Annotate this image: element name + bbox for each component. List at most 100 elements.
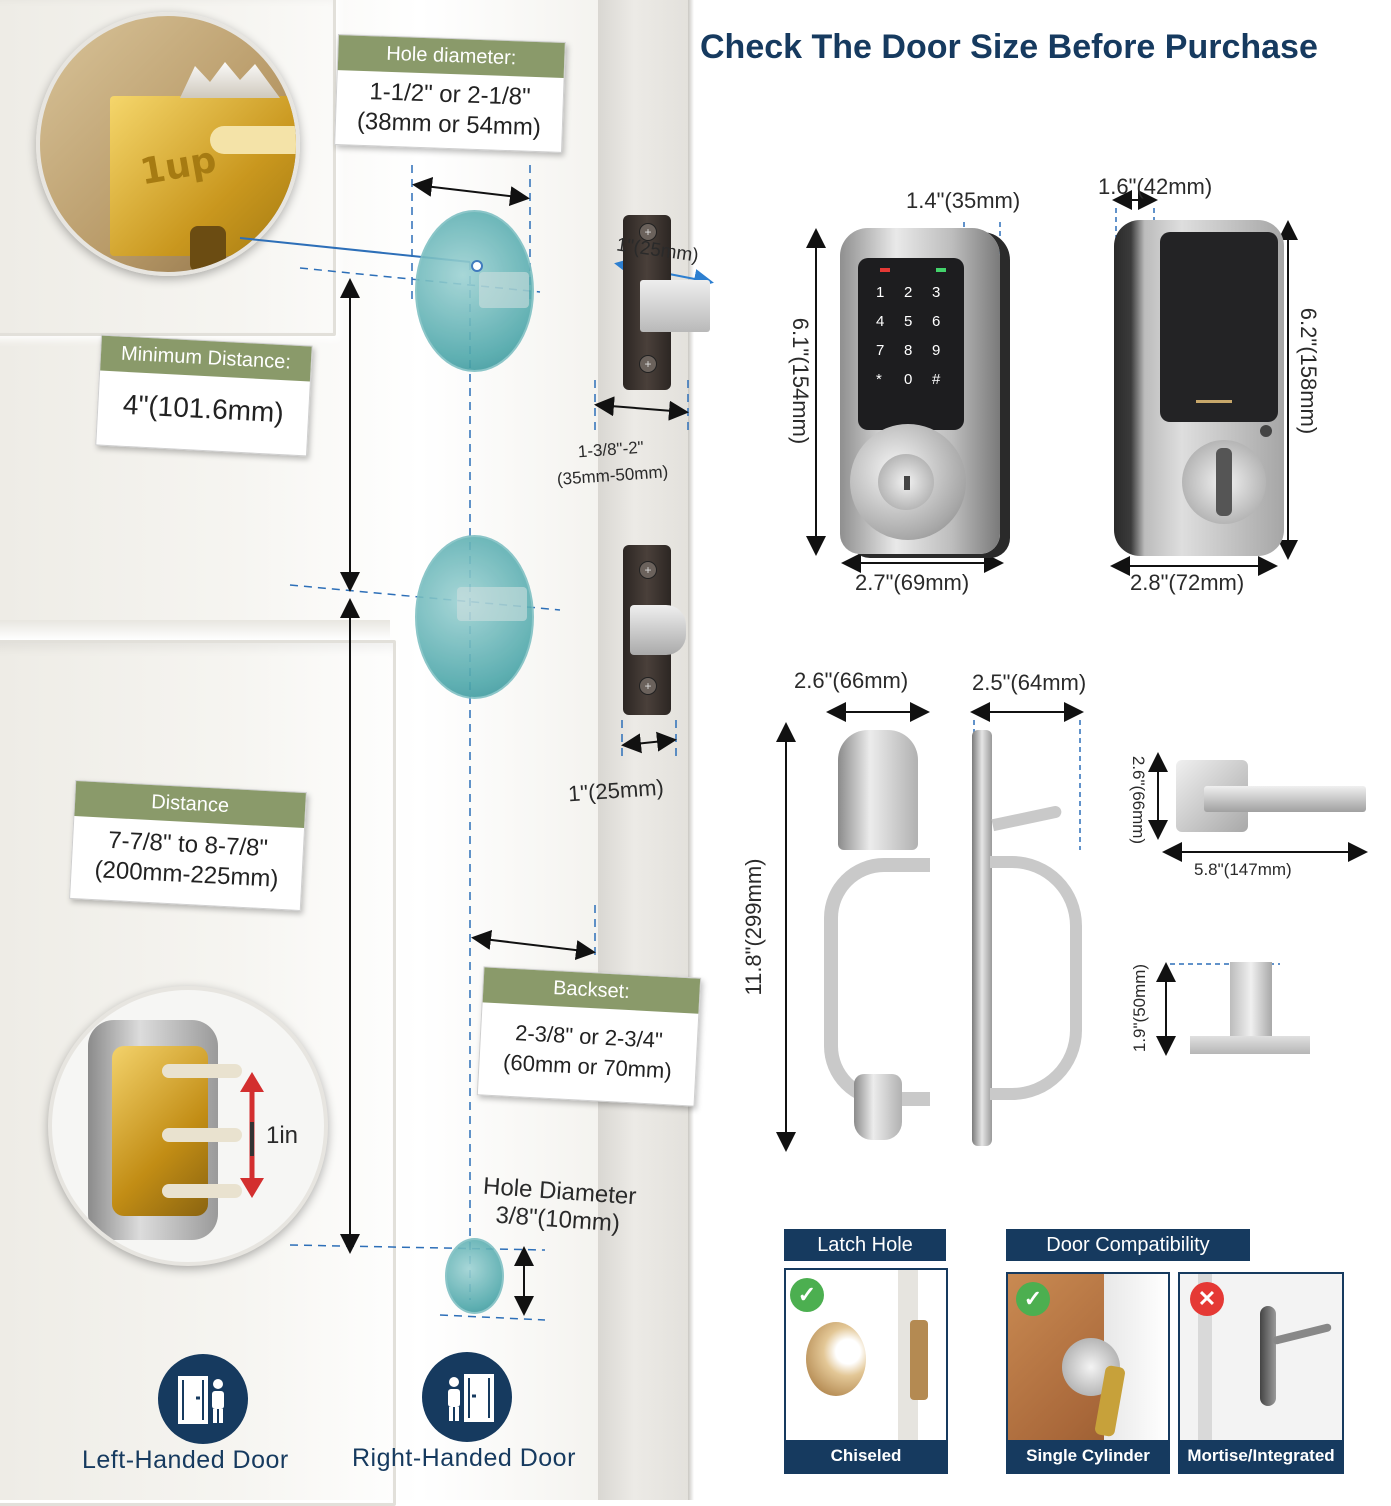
product-dimension-lines [776, 190, 1368, 1152]
handle-front-image [824, 730, 930, 1140]
minimum-distance-label: Minimum Distance: 4"(101.6mm) [95, 334, 313, 457]
handle-side-plate [972, 730, 992, 1146]
latch-pin [162, 1184, 242, 1198]
door-panel [0, 0, 336, 336]
check-icon: ✓ [790, 1278, 824, 1312]
small-hole-label: Hole Diameter 3/8"(10mm) [480, 1173, 637, 1240]
screw-icon: + [639, 223, 657, 241]
latch-closeup-circle: 1up [36, 12, 300, 276]
deadbolt-bolt [640, 280, 710, 332]
handle-side-thumb [991, 804, 1063, 832]
status-led-red [880, 268, 890, 272]
keypad-key: 1 [876, 284, 885, 301]
screw-icon: + [639, 677, 657, 695]
latch-pin [162, 1064, 242, 1078]
deadbolt-knob [850, 424, 966, 540]
latch-knob-image [1190, 962, 1310, 1054]
handle-height: 11.8"(299mm) [741, 858, 766, 996]
interior-width: 2.8"(72mm) [1130, 570, 1245, 595]
handle-side-image [972, 730, 1082, 1146]
small-hole [445, 1238, 504, 1314]
right-handed-door-label: Right-Handed Door [352, 1444, 576, 1472]
right-handed-door-icon [422, 1352, 512, 1442]
single-cylinder-card: ✓ Single Cylinder [1006, 1272, 1170, 1474]
keypad-width: 2.7"(69mm) [855, 570, 970, 595]
hole-diameter-label: Hole diameter: 1-1/2" or 2-1/8" (38mm or… [334, 34, 566, 153]
handle-top-plate [838, 730, 918, 850]
latch-base [1190, 1036, 1310, 1054]
latch-mechanism-image [457, 587, 527, 621]
lever-length: 5.8"(147mm) [1194, 860, 1292, 879]
lever-height: 2.6"(66mm) [1129, 755, 1148, 845]
keypad-height: 6.1"(154mm) [788, 317, 813, 445]
keyhole [904, 476, 910, 490]
battery-cover [1160, 232, 1278, 422]
distance-label: Distance 7-7/8" to 8-7/8" (200mm-225mm) [69, 780, 307, 911]
left-handed-door-icon [158, 1354, 248, 1444]
keypad-key: 8 [904, 342, 913, 359]
door-compatibility-heading: Door Compatibility [1006, 1229, 1250, 1261]
handle-front-width: 2.6"(66mm) [794, 668, 909, 693]
latch-hole-image [190, 226, 226, 272]
screw-icon: + [639, 355, 657, 373]
interior-height: 6.2"(158mm) [1296, 307, 1321, 435]
hole-center-dot [471, 260, 483, 272]
keypad-key: * [876, 371, 882, 388]
knob-height: 1.9"(50mm) [1130, 963, 1149, 1053]
backset-label: Backset: 2-3/8" or 2-3/4" (60mm or 70mm) [476, 966, 702, 1107]
handle-side-grip [990, 856, 1082, 1100]
reset-button-image [1260, 425, 1272, 437]
keypad-depth: 1.4"(35mm) [906, 188, 1021, 213]
latch-bolt [630, 605, 686, 655]
latch-mechanism-image [479, 272, 529, 308]
mortise-card: ✕ Mortise/Integrated [1178, 1272, 1344, 1474]
keypad-key: 5 [904, 313, 913, 330]
hole-diameter-mm: (38mm or 54mm) [356, 107, 542, 142]
cross-bore-hole-top [415, 210, 534, 372]
thumb-turn [1182, 440, 1266, 524]
handle-bottom-plate [854, 1074, 902, 1140]
check-icon: ✓ [1016, 1282, 1050, 1316]
battery-indicator [1196, 400, 1232, 403]
keypad-key: 2 [904, 284, 913, 301]
handle-grip [824, 858, 930, 1106]
handle-side-width: 2.5"(64mm) [972, 670, 1087, 695]
keypad-key: 6 [932, 313, 941, 330]
interior-depth: 1.6"(42mm) [1098, 174, 1213, 199]
thumb-turn-bar [1216, 448, 1232, 516]
mortise-plate-image [1260, 1306, 1276, 1406]
keypad-key: 7 [876, 342, 885, 359]
cross-bore-hole-bottom [415, 535, 534, 699]
lever-arm [1204, 786, 1366, 812]
adjust-label: 1in [266, 1122, 299, 1149]
interior-lock-image [1114, 220, 1284, 556]
latch-hole-caption: Chiseled [786, 1440, 946, 1472]
latch-pin [162, 1128, 242, 1142]
mortise-lever-image [1271, 1322, 1333, 1346]
adjust-tick [250, 1122, 254, 1156]
page-title: Check The Door Size Before Purchase [700, 28, 1318, 66]
keypad-key: 4 [876, 313, 885, 330]
lever-image [1176, 760, 1366, 832]
keypad-key: 0 [904, 371, 913, 388]
status-led-green [936, 268, 946, 272]
minimum-distance-value: 4"(101.6mm) [122, 388, 285, 429]
latch-stem [1230, 962, 1272, 1042]
screw-icon: + [639, 561, 657, 579]
single-cylinder-caption: Single Cylinder [1008, 1440, 1168, 1472]
latch-hole-heading: Latch Hole [784, 1229, 946, 1261]
door-thickness-label: 1-3/8"-2" (35mm-50mm) [555, 436, 669, 490]
chiseled-latch-recess [910, 1320, 928, 1400]
bore-hole-image [806, 1322, 866, 1396]
cross-icon: ✕ [1190, 1282, 1224, 1316]
door-edge-shadow [688, 0, 694, 1500]
left-handed-door-label: Left-Handed Door [82, 1446, 289, 1474]
latch-slot [210, 126, 296, 154]
door-frame-image [1198, 1274, 1212, 1444]
mortise-caption: Mortise/Integrated [1180, 1440, 1342, 1472]
latch-hole-card: ✓ Chiseled [784, 1268, 948, 1474]
keypad-key: # [932, 371, 941, 388]
adjustable-latch-closeup-circle: 1in [48, 986, 328, 1266]
